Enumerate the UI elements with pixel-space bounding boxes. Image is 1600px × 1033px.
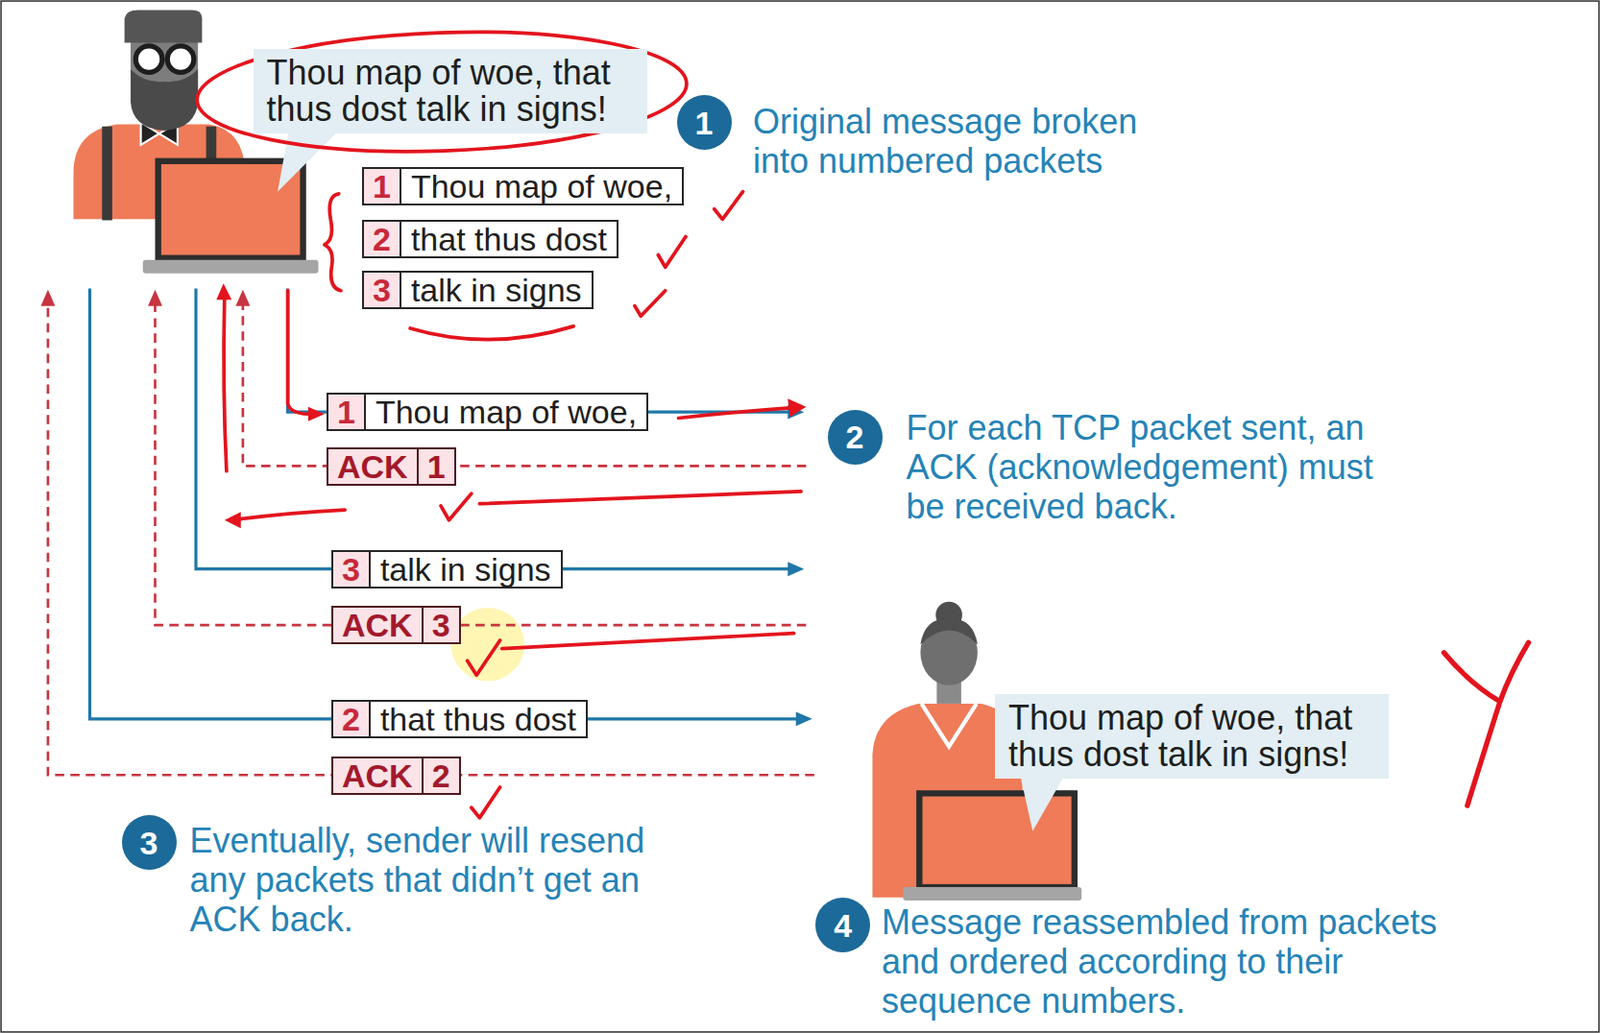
sequence-number: 1 [328, 394, 366, 430]
callout-text: Eventually, sender will resend any packe… [190, 821, 695, 940]
packet-box: 3talk in signs [362, 270, 594, 310]
callout-number: 3 [140, 826, 159, 860]
message-text: Thou map of woe, that thus dost talk in … [266, 54, 634, 128]
callout-number: 2 [846, 420, 865, 454]
annotations [194, 24, 1529, 819]
ack-number: 3 [423, 607, 460, 643]
packet-box: 1Thou map of woe, [362, 167, 684, 206]
sequence-number: 2 [363, 221, 402, 257]
callout-number: 1 [695, 106, 714, 140]
callout-text: For each TCP packet sent, an ACK (acknow… [906, 408, 1397, 527]
callout-text: Original message broken into numbered pa… [752, 101, 1176, 181]
callout-circle: 1 [677, 95, 732, 150]
sequence-number: 3 [363, 272, 402, 308]
ack-box: ACK2 [331, 756, 461, 796]
annotation-arrowheads [216, 283, 806, 529]
speech-bubble: Thou map of woe, that thus dost talk in … [253, 48, 648, 134]
packet-text: talk in signs [401, 272, 592, 308]
speech-bubble: Thou map of woe, that thus dost talk in … [994, 694, 1389, 779]
callout-text: Message reassembled from packets and ord… [881, 902, 1478, 1021]
packet-box: 2that thus dost [331, 700, 588, 739]
packet-text: that thus dost [370, 702, 586, 737]
packet-text: that thus dost [401, 221, 617, 257]
message-text: Thou map of woe, that thus dost talk in … [1008, 700, 1376, 774]
packet-arrowheads [787, 405, 813, 728]
packet-text: Thou map of woe, [401, 169, 682, 204]
packet-box: 1Thou map of woe, [326, 392, 649, 432]
ack-label: ACK [333, 758, 424, 794]
callout-circle: 4 [815, 897, 871, 953]
ack-label: ACK [333, 607, 424, 643]
packet-box: 2that thus dost [362, 219, 619, 259]
ack-lines [48, 304, 815, 776]
callout-number: 4 [833, 909, 852, 943]
packet-text: Thou map of woe, [365, 394, 647, 430]
packet-box: 3talk in signs [331, 550, 563, 589]
callout-circle: 2 [827, 410, 883, 465]
ack-box: ACK1 [326, 447, 457, 486]
sequence-number: 2 [333, 702, 371, 737]
packet-lines [90, 289, 799, 720]
ack-box: ACK3 [331, 606, 461, 645]
ack-number: 2 [423, 758, 460, 794]
sequence-number: 3 [333, 552, 371, 587]
ack-label: ACK [328, 449, 419, 485]
highlight [451, 607, 526, 681]
ack-number: 1 [418, 449, 455, 485]
packet-text: talk in signs [370, 552, 561, 587]
sequence-number: 1 [363, 169, 402, 204]
callout-circle: 3 [121, 815, 177, 871]
